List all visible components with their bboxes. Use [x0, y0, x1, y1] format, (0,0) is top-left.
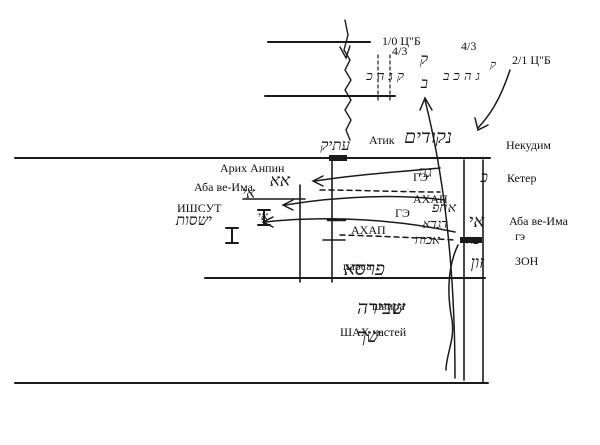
- hebrew-kaf: כ: [480, 168, 488, 186]
- arrow-head-top: [339, 45, 351, 60]
- hebrew-ai-left2: אי: [258, 209, 269, 223]
- label-aba-ve-ima-left: Аба ве-Има: [194, 180, 254, 194]
- hebrew-shvira: שבירה: [357, 297, 407, 319]
- label-ge-right: гэ: [515, 229, 525, 243]
- label-ahap-upper: АХАП: [413, 192, 448, 206]
- label-arikh-anpin: Арих Анпин: [220, 161, 285, 175]
- hebrew-ke: כח: [466, 233, 480, 248]
- dashed-ge: [319, 189, 441, 193]
- shvira-curve: [445, 244, 459, 371]
- label-ahap-lower: АХАП: [351, 223, 386, 237]
- arrow-arih-head: [311, 175, 324, 187]
- hebrew-ai: אי: [242, 184, 256, 202]
- label-zero-one: 1/0 Ц"Б: [382, 34, 421, 48]
- label-nekudim: Некудим: [506, 138, 551, 152]
- label-aba-ve-ima-right: Аба ве-Има: [509, 214, 569, 228]
- hebrew-ai-right: אי: [468, 211, 485, 232]
- label-ge-upper: ГЭ: [413, 170, 428, 184]
- hebrew-aa: אא: [270, 171, 291, 191]
- hebrew-b-under: ב: [420, 74, 428, 92]
- hebrew-ahap-col1: אחפ: [431, 200, 457, 216]
- label-shah: ШАХ частей: [340, 325, 407, 339]
- label-zon: ЗОН: [515, 254, 539, 268]
- arrow-ishsut: [264, 218, 456, 233]
- marker-atik: [329, 155, 347, 161]
- marker-right: [460, 237, 482, 243]
- hebrew-parsa: פרסא: [344, 258, 386, 280]
- hebrew-atik: עתיק: [320, 136, 350, 154]
- label-atik: Атик: [369, 133, 395, 147]
- arrow-aba: [284, 195, 446, 206]
- hebrew-k-over-b: ק: [420, 50, 428, 68]
- hebrew-nekudim: נקודים: [404, 126, 452, 148]
- label-two-one: 2/1 Ц"Б: [512, 53, 551, 67]
- arrow-21: [477, 69, 511, 129]
- hebrew-zon: זון: [471, 253, 485, 273]
- label-ge-lower: ГЭ: [395, 206, 410, 220]
- label-parsa: парса: [343, 259, 372, 273]
- dashed-arrow: [339, 234, 456, 241]
- arrow-up-right-head: [419, 96, 433, 111]
- hebrew-ahap-col2: דגדא: [422, 217, 448, 232]
- hebrew-sub-k: ק: [490, 58, 496, 71]
- hebrew-col-left: ק ג ה כ: [365, 69, 404, 84]
- arrow-up-right: [424, 99, 456, 379]
- hebrew-shah: שך: [357, 325, 381, 347]
- hebrew-yishsut: ישסות: [175, 211, 212, 229]
- label-shvira: швира: [372, 299, 405, 313]
- label-frac-right: 4/3: [461, 39, 476, 53]
- label-ishsut: ИШСУТ: [177, 201, 222, 215]
- arrow-aba-head: [281, 199, 294, 211]
- zigzag-arrow: [343, 19, 352, 141]
- arrow-21-head: [474, 117, 489, 132]
- hebrew-col-right: ג ה כ ב: [442, 69, 480, 84]
- label-keter: Кетер: [507, 171, 536, 185]
- hebrew-ahap-col3: אכוח: [415, 233, 441, 248]
- label-frac-left: 4/3: [392, 44, 407, 58]
- hebrew-gah: גה: [418, 163, 432, 181]
- arrow-arih: [314, 167, 441, 182]
